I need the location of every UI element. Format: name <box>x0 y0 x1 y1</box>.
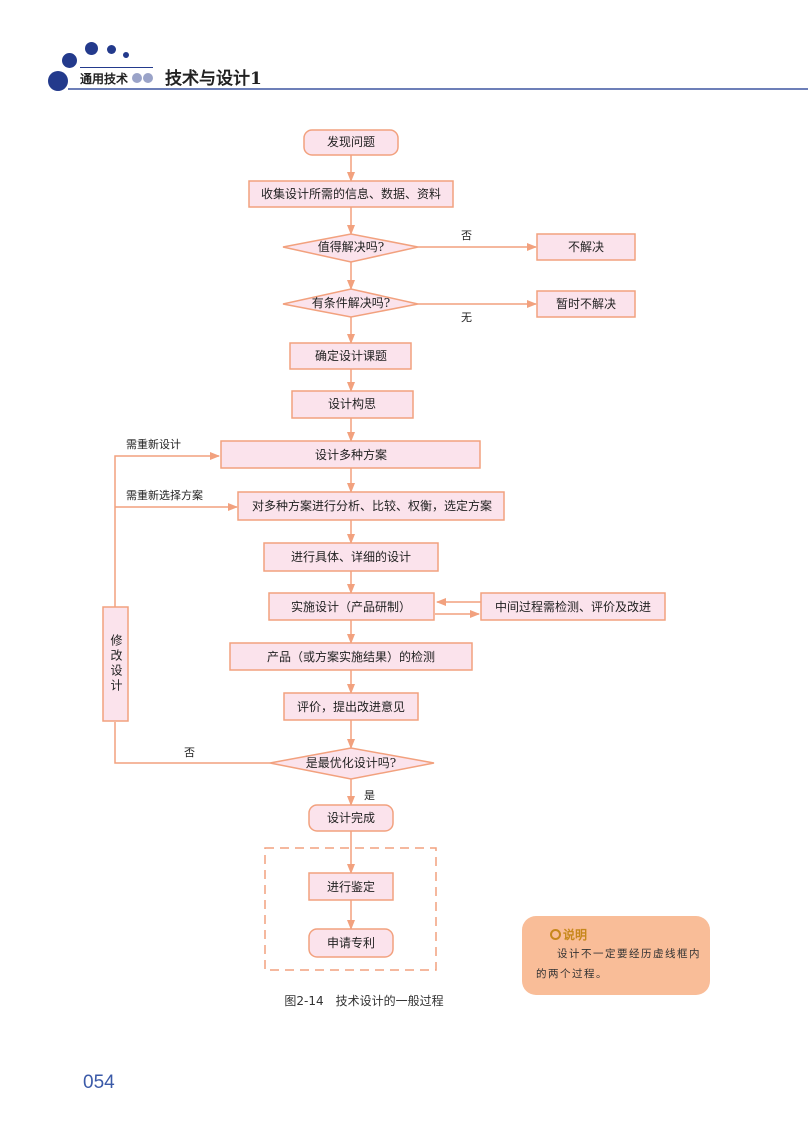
decision-condition-label: 有条件解决吗? <box>312 296 390 310</box>
feedback-loop-line <box>114 722 270 764</box>
decision-condition <box>282 288 419 318</box>
node-multi <box>220 440 481 469</box>
feedback-loop-line <box>114 452 220 607</box>
node-appraise <box>308 872 394 901</box>
node-implement <box>268 592 435 621</box>
node-collect-label: 收集设计所需的信息、数据、资料 <box>261 186 441 201</box>
node-test <box>229 642 473 671</box>
label-redesign: 需重新设计 <box>126 437 181 451</box>
node-modify <box>102 606 129 722</box>
decision-worth <box>282 233 419 263</box>
label-none: 无 <box>461 311 472 324</box>
optional-steps-frame <box>264 847 437 971</box>
node-patent <box>308 928 394 958</box>
node-appraise-label: 进行鉴定 <box>327 879 375 894</box>
node-topic <box>289 342 412 370</box>
node-not-now <box>536 290 636 318</box>
label-no-worth: 否 <box>461 229 472 242</box>
node-analyze <box>237 491 505 521</box>
node-analyze-label: 对多种方案进行分析、比较、权衡，选定方案 <box>252 498 492 513</box>
node-discover <box>303 129 399 156</box>
header-dot <box>48 71 68 91</box>
header-top-rule <box>80 67 153 68</box>
node-collect <box>248 180 454 208</box>
node-done-label: 设计完成 <box>327 810 375 825</box>
node-modify-label: 修改设计 <box>109 634 123 694</box>
badge-icon <box>143 73 153 83</box>
note-box: 说明 设计不一定要经历虚线框内的两个过程。 <box>522 916 710 995</box>
decision-optimal <box>269 747 435 780</box>
node-midcheck <box>480 592 666 621</box>
header-dot <box>85 42 98 55</box>
node-evaluate <box>283 692 419 721</box>
label-no-optimal: 否 <box>184 746 195 759</box>
note-title: 说明 <box>550 926 587 943</box>
label-reselect: 需重新选择方案 <box>126 488 203 502</box>
note-body: 设计不一定要经历虚线框内的两个过程。 <box>536 948 701 980</box>
header-bottom-rule <box>68 88 808 90</box>
node-concept <box>291 390 414 419</box>
badge-icon <box>132 73 142 83</box>
node-concept-label: 设计构思 <box>328 396 376 411</box>
node-no-solve-label: 不解决 <box>568 240 604 254</box>
header-dot <box>107 45 116 54</box>
decision-optimal-label: 是最优化设计吗? <box>306 756 396 770</box>
node-not-now-label: 暂时不解决 <box>556 297 616 311</box>
note-title-text: 说明 <box>563 928 588 942</box>
node-detail-label: 进行具体、详细的设计 <box>291 549 411 564</box>
page-number: 054 <box>83 1072 115 1093</box>
node-topic-label: 确定设计课题 <box>315 348 387 363</box>
figure-caption: 图2-14 技术设计的一般过程 <box>284 994 444 1008</box>
node-no-solve <box>536 233 636 261</box>
node-patent-label: 申请专利 <box>327 935 375 950</box>
node-done <box>308 804 394 832</box>
node-detail <box>263 542 439 572</box>
node-midcheck-label: 中间过程需检测、评价及改进 <box>495 599 651 614</box>
node-discover-label: 发现问题 <box>327 134 375 149</box>
label-yes: 是 <box>364 789 375 802</box>
node-multi-label: 设计多种方案 <box>315 447 387 462</box>
circle-icon <box>550 929 561 940</box>
header-dot <box>123 52 129 58</box>
node-test-label: 产品（或方案实施结果）的检测 <box>267 649 435 664</box>
node-implement-label: 实施设计（产品研制） <box>291 599 411 614</box>
series-name: 通用技术 <box>80 72 129 86</box>
decision-worth-label: 值得解决吗? <box>318 239 384 254</box>
node-evaluate-label: 评价，提出改进意见 <box>297 699 405 714</box>
header-dot <box>62 53 77 68</box>
book-title: 技术与设计1 <box>165 69 262 89</box>
